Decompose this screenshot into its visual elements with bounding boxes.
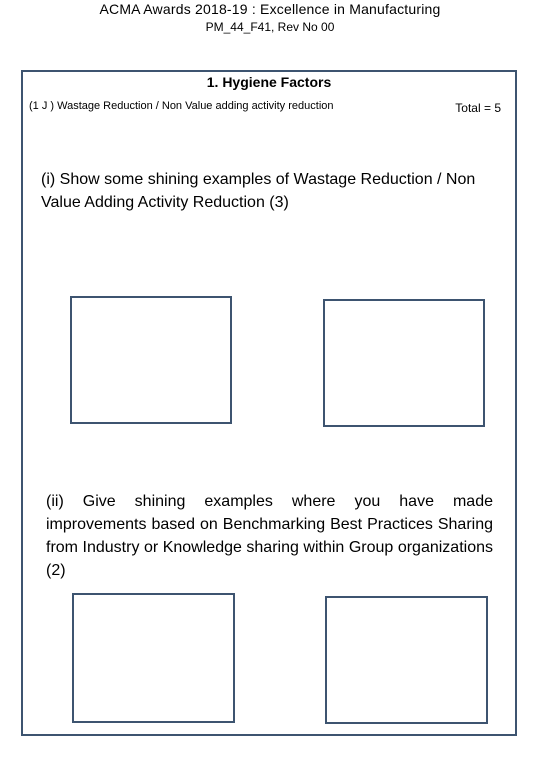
example-box-1[interactable] (70, 296, 232, 424)
sub-heading: (1 J ) Wastage Reduction / Non Value add… (29, 100, 334, 112)
example-box-4[interactable] (325, 596, 488, 724)
example-box-3[interactable] (72, 593, 235, 723)
question-1: (i) Show some shining examples of Wastag… (41, 171, 476, 211)
document-title: ACMA Awards 2018-19 : Excellence in Manu… (99, 1, 441, 17)
document-code: PM_44_F41, Rev No 00 (205, 20, 335, 34)
section-title: 1. Hygiene Factors (206, 74, 332, 90)
question-2: (ii) Give shining examples where you hav… (46, 493, 493, 579)
total-score: Total = 5 (455, 101, 501, 115)
form-frame: 1. Hygiene Factors (1 J ) Wastage Reduct… (21, 70, 517, 736)
example-box-2[interactable] (323, 299, 485, 427)
